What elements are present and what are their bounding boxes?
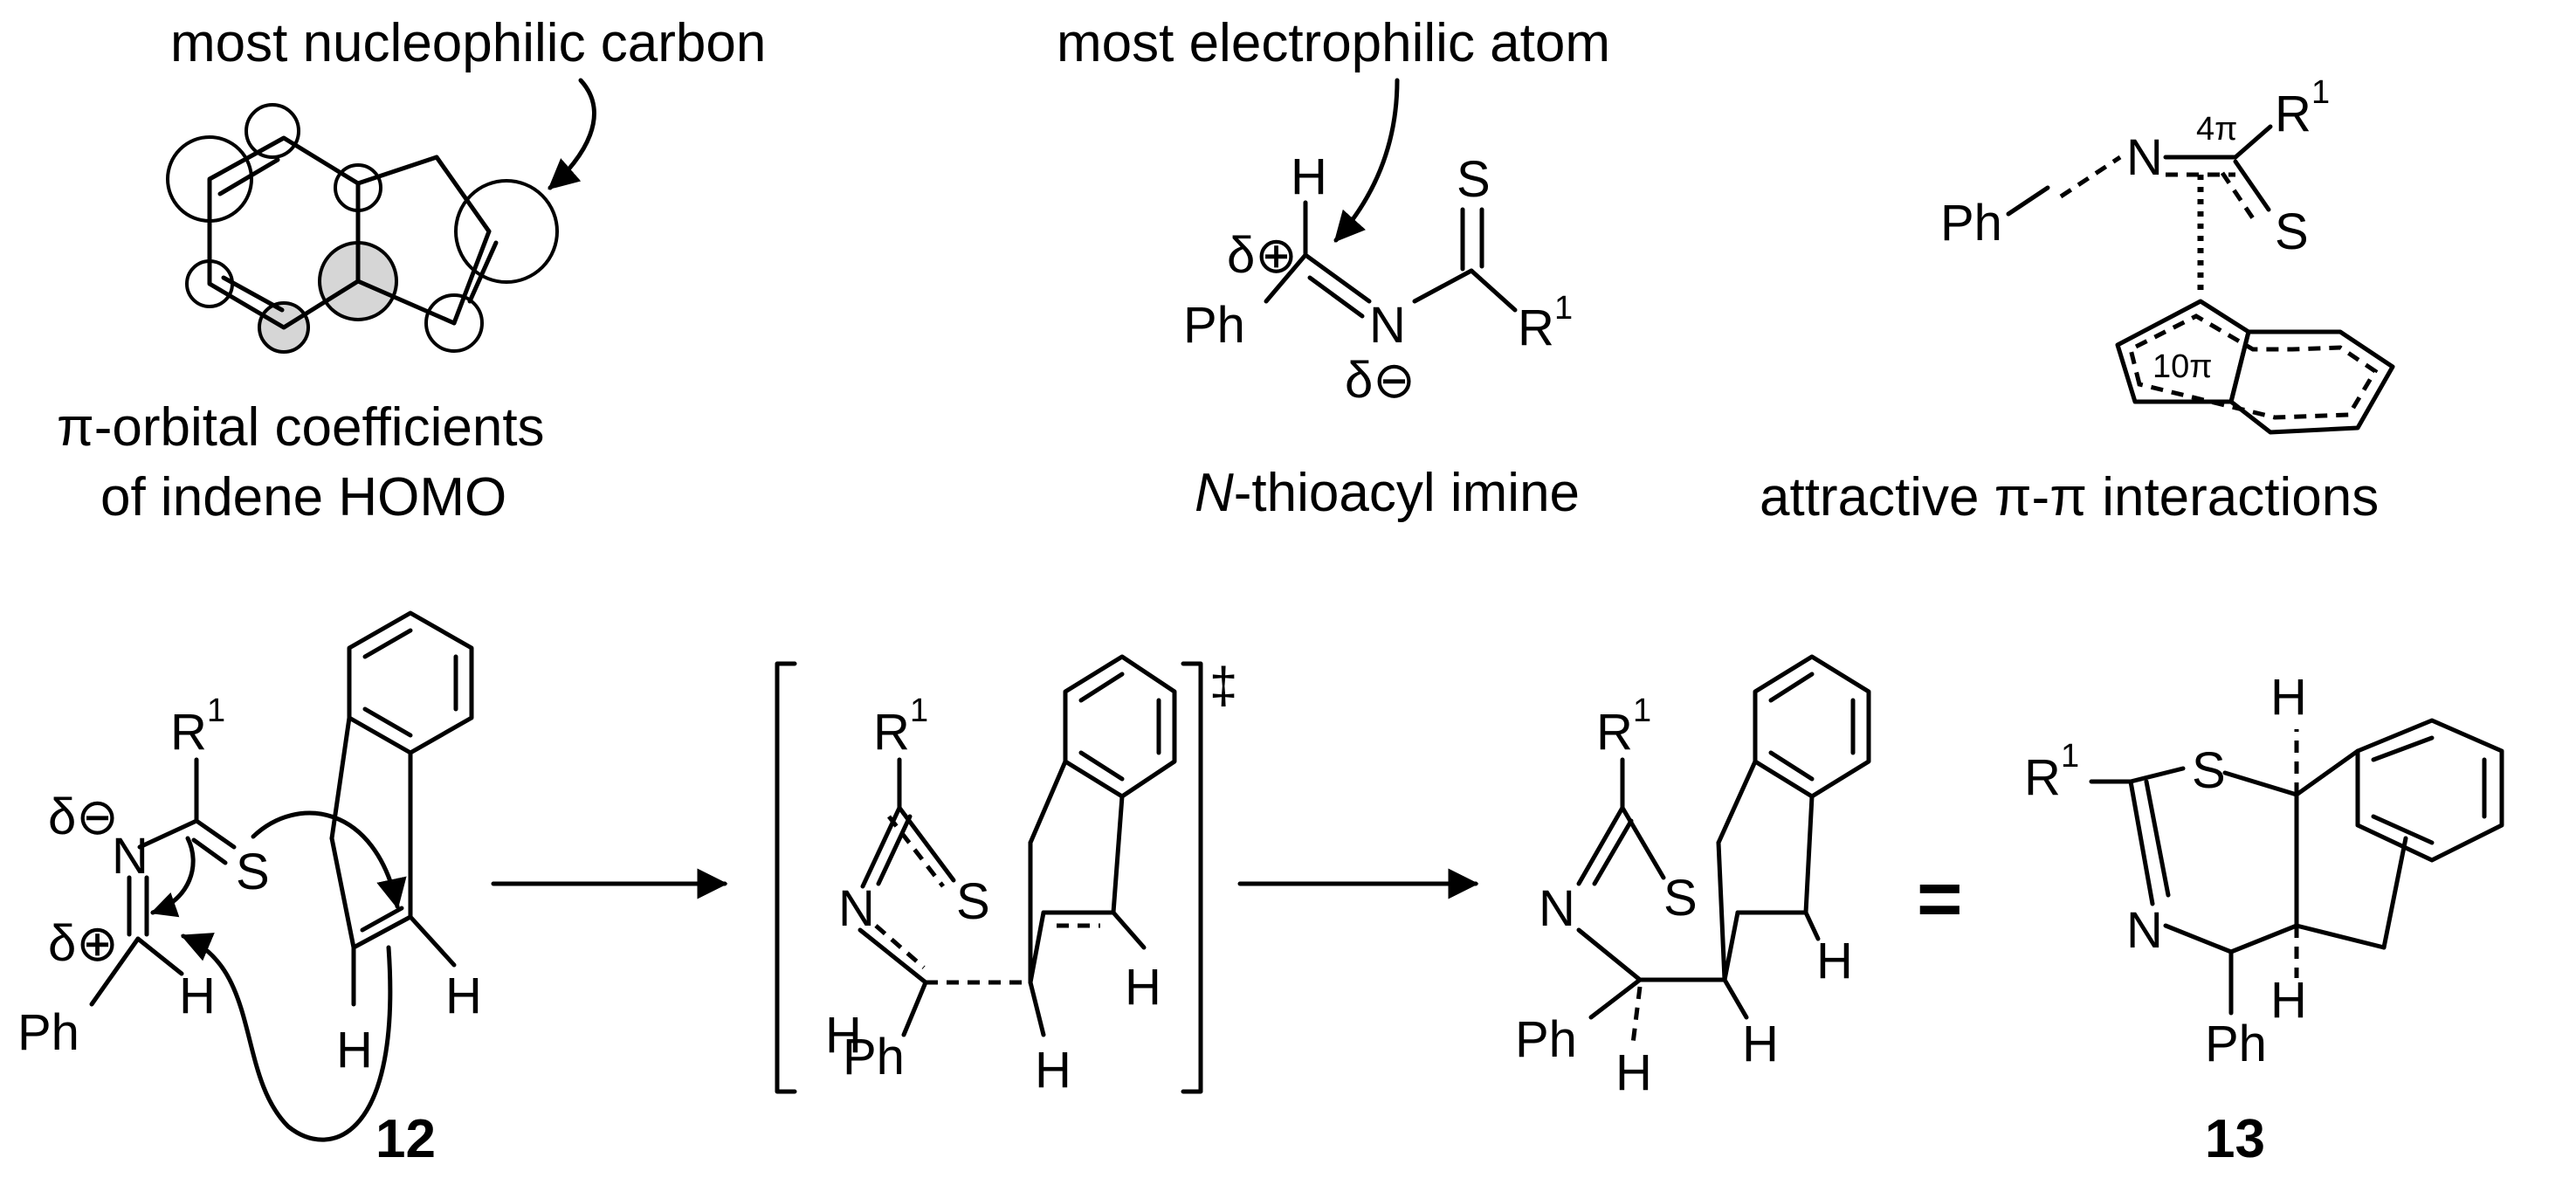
product-13: R 1 S N Ph H H 13 (2024, 669, 2504, 1169)
curly-arrow-cs (150, 836, 196, 918)
svg-text:S: S (2192, 742, 2226, 799)
compound-12-label: 12 (375, 1109, 436, 1169)
svg-text:N: N (2126, 902, 2163, 959)
svg-text:R: R (1518, 300, 1554, 356)
svg-text:H: H (2270, 972, 2307, 1029)
svg-text:Ph: Ph (17, 1004, 79, 1061)
svg-text:H: H (1125, 959, 1161, 1016)
svg-text:R: R (170, 704, 207, 761)
svg-text:H: H (1615, 1044, 1652, 1101)
svg-text:S: S (2275, 203, 2309, 260)
svg-text:R: R (873, 704, 910, 761)
svg-text:H: H (1742, 1016, 1779, 1072)
svg-text:‡: ‡ (1209, 658, 1237, 714)
transition-state: ‡ R 1 S N H Ph H H (775, 654, 1237, 1099)
svg-text:N: N (838, 880, 875, 937)
svg-text:R: R (2024, 749, 2061, 806)
imine-label: N-thioacyl imine (1195, 463, 1580, 523)
svg-text:1: 1 (910, 692, 928, 729)
prod-benzene (2355, 718, 2504, 863)
svg-text:H: H (825, 1007, 862, 1064)
pi-pi-six-ring (2228, 329, 2395, 435)
svg-text:N: N (112, 828, 148, 885)
equals-sign: = (1917, 856, 1963, 943)
indene-benzene (347, 610, 474, 755)
orbital-lobe (424, 293, 484, 353)
nucleophilic-label: most nucleophilic carbon (170, 13, 766, 73)
svg-text:N: N (1369, 297, 1406, 354)
svg-text:H: H (336, 1022, 373, 1078)
svg-text:Ph: Ph (843, 1029, 905, 1085)
svg-text:H: H (1816, 933, 1853, 989)
svg-text:Ph: Ph (1515, 1011, 1577, 1068)
svg-text:H: H (1035, 1042, 1071, 1099)
svg-text:10π: 10π (2152, 348, 2213, 385)
svg-text:H: H (179, 968, 216, 1024)
pi-pi-delocalised (2128, 313, 2379, 420)
compound-13-label: 13 (2205, 1109, 2265, 1169)
orbital-lobe (245, 103, 300, 159)
svg-text:S: S (956, 873, 990, 930)
nucleophile-arrow (548, 78, 596, 190)
pi-pi-panel: N 4π R 1 S Ph 10π attractive π-π interac… (1760, 74, 2395, 527)
svg-text:S: S (1457, 151, 1491, 208)
svg-text:1: 1 (207, 692, 225, 729)
svg-text:H: H (445, 968, 482, 1024)
svg-text:1: 1 (1554, 290, 1573, 327)
svg-text:R: R (1596, 704, 1633, 761)
svg-text:1: 1 (2061, 738, 2079, 775)
svg-text:N: N (1539, 880, 1575, 937)
svg-text:4π: 4π (2196, 111, 2237, 148)
indene-homo-panel: most nucleophilic carbon π-orbital coeff… (57, 13, 766, 527)
coeff-line2: of indene HOMO (100, 467, 506, 527)
electrophilic-label: most electrophilic atom (1057, 13, 1610, 73)
svg-text:S: S (1663, 870, 1698, 927)
svg-text:δ⊖: δ⊖ (48, 789, 119, 845)
svg-text:H: H (2270, 669, 2307, 726)
svg-text:Ph: Ph (1940, 195, 2002, 251)
svg-text:δ⊕: δ⊕ (48, 915, 119, 972)
svg-text:1: 1 (1633, 692, 1651, 729)
reactant-12: R 1 δ⊖ N S δ⊕ Ph H H H 12 (17, 610, 482, 1169)
coeff-line1: π-orbital coefficients (57, 397, 545, 458)
pi-pi-label: attractive π-π interactions (1760, 467, 2379, 527)
svg-text:H: H (1291, 148, 1327, 205)
curly-arrow-pi (180, 933, 393, 1142)
thiazetidine-intermediate: R 1 N S Ph H H H (1515, 654, 1871, 1101)
svg-text:R: R (2275, 86, 2311, 142)
svg-text:Ph: Ph (1183, 297, 1245, 354)
pi-pi-five-ring (2115, 299, 2251, 404)
thioacyl-imine-panel: most electrophilic atom H δ⊕ Ph N δ⊖ S R… (1057, 13, 1610, 523)
svg-text:δ⊕: δ⊕ (1227, 227, 1298, 284)
curly-arrow-alkene (251, 810, 407, 910)
svg-text:1: 1 (2311, 74, 2330, 111)
orbital-lobe (454, 179, 559, 284)
svg-text:δ⊖: δ⊖ (1345, 352, 1415, 409)
svg-text:N: N (2126, 129, 2163, 186)
electrophile-arrow (1333, 78, 1400, 243)
svg-text:Ph: Ph (2205, 1016, 2267, 1072)
svg-text:S: S (236, 844, 270, 900)
